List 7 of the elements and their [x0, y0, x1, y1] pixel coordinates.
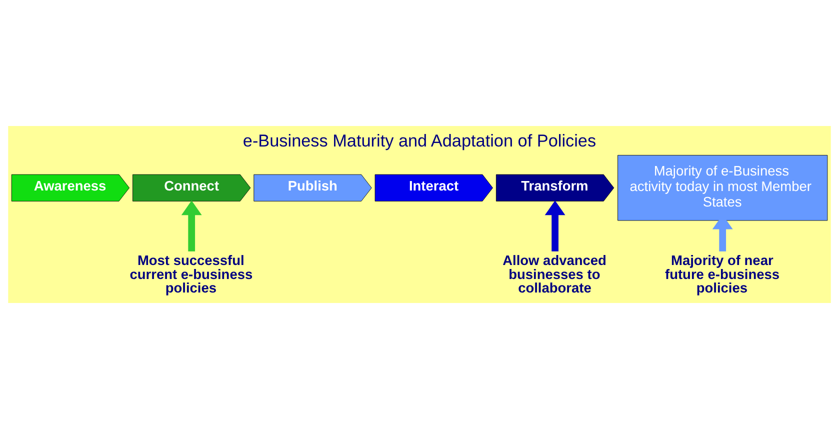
- diagram-title: e-Business Maturity and Adaptation of Policies: [242, 130, 596, 150]
- node-text: Most successful current e-business policies: [130, 252, 253, 296]
- arrow: [181, 200, 202, 251]
- node-box: Majority of e-Business activity today in most Member States: [618, 154, 828, 220]
- arrow: [544, 200, 566, 251]
- node-text: Majority of near future e-business policies: [665, 252, 780, 296]
- node-text: Allow advanced businesses to collaborate: [502, 252, 606, 296]
